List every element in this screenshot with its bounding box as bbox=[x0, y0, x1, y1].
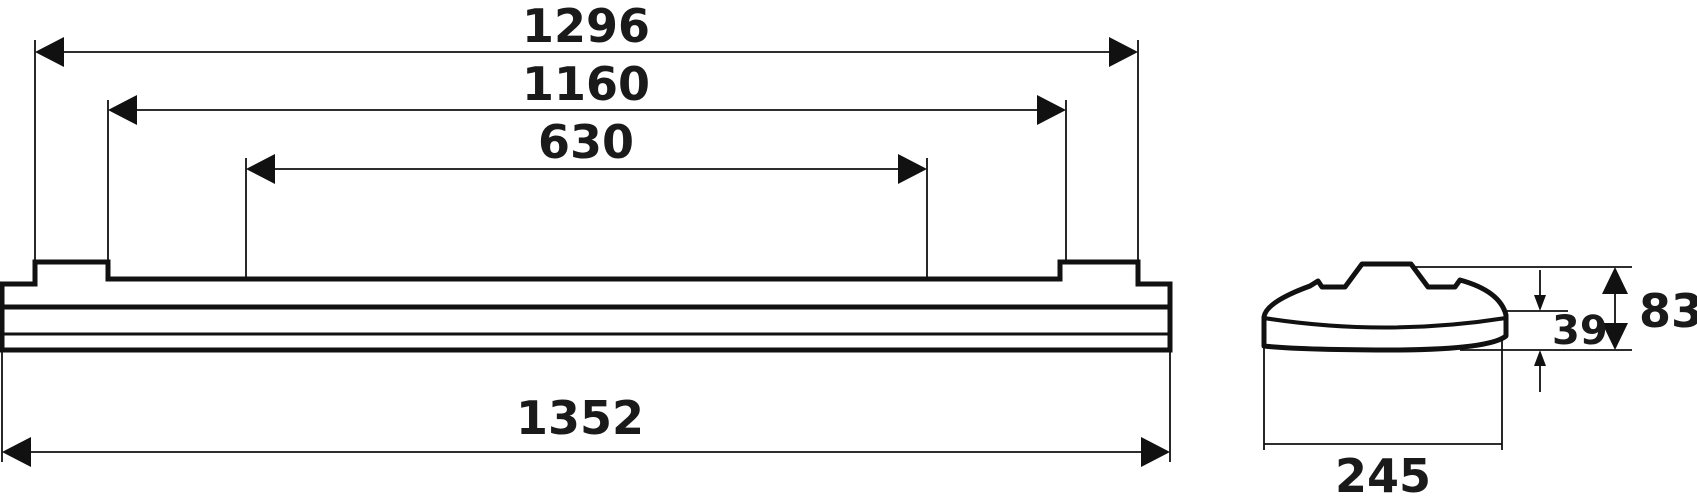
cross-section-outline bbox=[1261, 261, 1509, 353]
dimension-83: 83 bbox=[1602, 267, 1697, 350]
dimension-245: 245 bbox=[1264, 443, 1502, 500]
dimension-630: 630 bbox=[246, 115, 927, 184]
arrowhead bbox=[1534, 295, 1546, 311]
dimension-label-1352: 1352 bbox=[516, 391, 644, 445]
arrowhead bbox=[1534, 350, 1546, 366]
dimension-label-1160: 1160 bbox=[522, 57, 650, 111]
arrowhead bbox=[1141, 437, 1170, 467]
side-view: 1296 1160 630 1352 bbox=[0, 0, 1173, 467]
dimension-1296: 1296 bbox=[35, 0, 1138, 67]
arrowhead bbox=[1109, 37, 1138, 67]
arrowhead bbox=[1037, 95, 1066, 125]
dimension-1352: 1352 bbox=[2, 391, 1170, 467]
dimension-label-245: 245 bbox=[1335, 449, 1431, 500]
cross-section-diffuser bbox=[1263, 316, 1507, 330]
dimension-label-630: 630 bbox=[538, 115, 634, 169]
arrowhead bbox=[246, 154, 275, 184]
arrowhead bbox=[1602, 323, 1628, 350]
side-view-body bbox=[0, 304, 1173, 353]
cross-section-view: 245 83 39 bbox=[1261, 261, 1697, 500]
side-view-top-profile bbox=[0, 259, 1173, 307]
arrowhead bbox=[1602, 267, 1628, 294]
dimension-label-39: 39 bbox=[1552, 308, 1608, 354]
dimension-label-83: 83 bbox=[1639, 284, 1697, 338]
arrowhead bbox=[35, 37, 64, 67]
arrowhead bbox=[2, 437, 31, 467]
arrowhead bbox=[898, 154, 927, 184]
arrowhead bbox=[108, 95, 137, 125]
dimension-39: 39 bbox=[1534, 270, 1608, 392]
dimension-label-1296: 1296 bbox=[522, 0, 650, 53]
dimension-1160: 1160 bbox=[108, 57, 1066, 125]
